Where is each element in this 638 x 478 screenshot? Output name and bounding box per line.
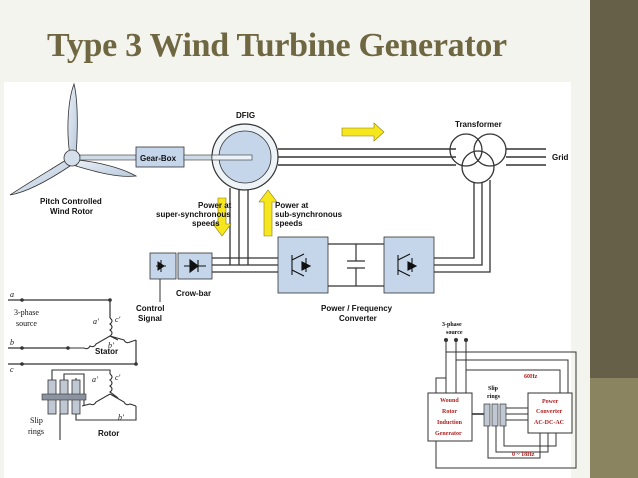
crowbar-label: Crow-bar	[176, 289, 211, 298]
wind-rotor: Pitch Controlled Wind Rotor	[9, 82, 138, 216]
super-label-1: Power at	[198, 201, 232, 210]
dfig-machine: DFIG	[211, 111, 279, 191]
dc-link	[328, 243, 384, 287]
freq-low-label: 0 ~ 18Hz	[512, 452, 535, 458]
pitch-label-1: Pitch Controlled	[40, 197, 102, 206]
freq-60-label: 60Hz	[524, 374, 538, 380]
sub-label-3: speeds	[275, 219, 303, 228]
sidebar-accent	[590, 378, 638, 478]
thyristor-symbol	[156, 260, 166, 272]
phase-c-label: c	[10, 365, 14, 374]
igbt-symbol-left	[291, 253, 312, 277]
low-speed-shaft	[79, 154, 137, 161]
rotor-hub	[63, 149, 81, 167]
super-label-3: speeds	[192, 219, 220, 228]
rpower-converter-box	[527, 392, 573, 434]
rotor-a-prime: a'	[92, 375, 98, 384]
sub-sync-arrow	[258, 189, 278, 237]
rslip-rings	[472, 403, 528, 427]
super-sync-arrow	[212, 197, 232, 237]
blade-top	[67, 82, 78, 157]
sub-label-2: sub-synchronous	[275, 210, 343, 219]
blade-right	[75, 159, 138, 177]
source-label-1: 3-phase	[14, 308, 39, 317]
source-lines	[8, 299, 137, 365]
power-flow-arrow	[341, 122, 385, 142]
inset-left: a b c 3-phase source a' c' b' Stator a' …	[8, 290, 138, 440]
pc-label-1: Power	[542, 399, 559, 405]
slip-rings	[41, 379, 87, 440]
power-converter: Power / Frequency Converter	[277, 236, 435, 323]
rlow-freq-lines	[487, 426, 557, 459]
phase-a-label: a	[10, 290, 14, 299]
pitch-label-2: Wind Rotor	[50, 207, 93, 216]
slide-title: Type 3 Wind Turbine Generator	[47, 27, 507, 64]
rsrc-label-1: 3-phase	[442, 322, 462, 328]
dfig-shaft	[211, 154, 253, 161]
converter-label-2: Converter	[339, 314, 377, 323]
control-label-1: Control	[136, 304, 164, 313]
rotor-winding	[81, 373, 137, 407]
slip-label-1: Slip	[30, 416, 43, 425]
stator-b-prime: b'	[108, 341, 114, 350]
pc-label-3: AC-DC-AC	[534, 420, 564, 426]
wound-label-4: Generator	[435, 431, 462, 437]
grid-bus	[506, 148, 546, 166]
slip-label-2: rings	[28, 427, 44, 436]
grid-side-feed	[434, 180, 491, 273]
stator-label: Stator	[95, 347, 118, 356]
diode-symbol	[184, 258, 206, 274]
rslip-label-2: rings	[487, 394, 501, 400]
pc-label-2: Converter	[536, 409, 563, 415]
rsrc-label-2: source	[446, 330, 463, 336]
wound-label-3: Induction	[437, 420, 463, 426]
rslip-label-1: Slip	[488, 386, 499, 392]
transformer-label: Transformer	[455, 120, 502, 129]
stator-winding	[68, 317, 137, 350]
grid-label: Grid	[552, 153, 569, 162]
blade-left	[9, 159, 71, 196]
rotor-leads	[51, 369, 137, 421]
rotor-label: Rotor	[98, 429, 119, 438]
wound-label-2: Rotor	[442, 409, 457, 415]
transformer	[449, 133, 507, 184]
control-label-2: Signal	[138, 314, 162, 323]
rotor-feed	[229, 188, 249, 265]
rsource-lines	[435, 340, 577, 469]
igbt-symbol-right	[397, 253, 418, 277]
stator-a-prime: a'	[93, 317, 99, 326]
crowbar: Crow-bar	[149, 252, 213, 298]
dfig-label: DFIG	[236, 111, 255, 120]
sub-label-1: Power at	[275, 201, 309, 210]
wound-label-1: Wound	[440, 398, 459, 404]
phase-b-label: b	[10, 338, 14, 347]
stator-bus	[278, 148, 456, 166]
rotor-b-prime: b'	[118, 413, 124, 422]
super-label-2: super-synchronous	[156, 210, 231, 219]
converter-label-1: Power / Frequency	[321, 304, 393, 313]
inset-right: 3-phase source 60Hz Wound Rotor Inductio…	[427, 322, 577, 469]
gearbox-label: Gear-Box	[140, 154, 177, 163]
rotor-c-prime: c'	[115, 373, 121, 382]
stator-c-prime: c'	[115, 315, 121, 324]
wound-rotor-box	[427, 392, 473, 442]
source-label-2: source	[16, 319, 37, 328]
rotor-bus	[212, 257, 278, 273]
